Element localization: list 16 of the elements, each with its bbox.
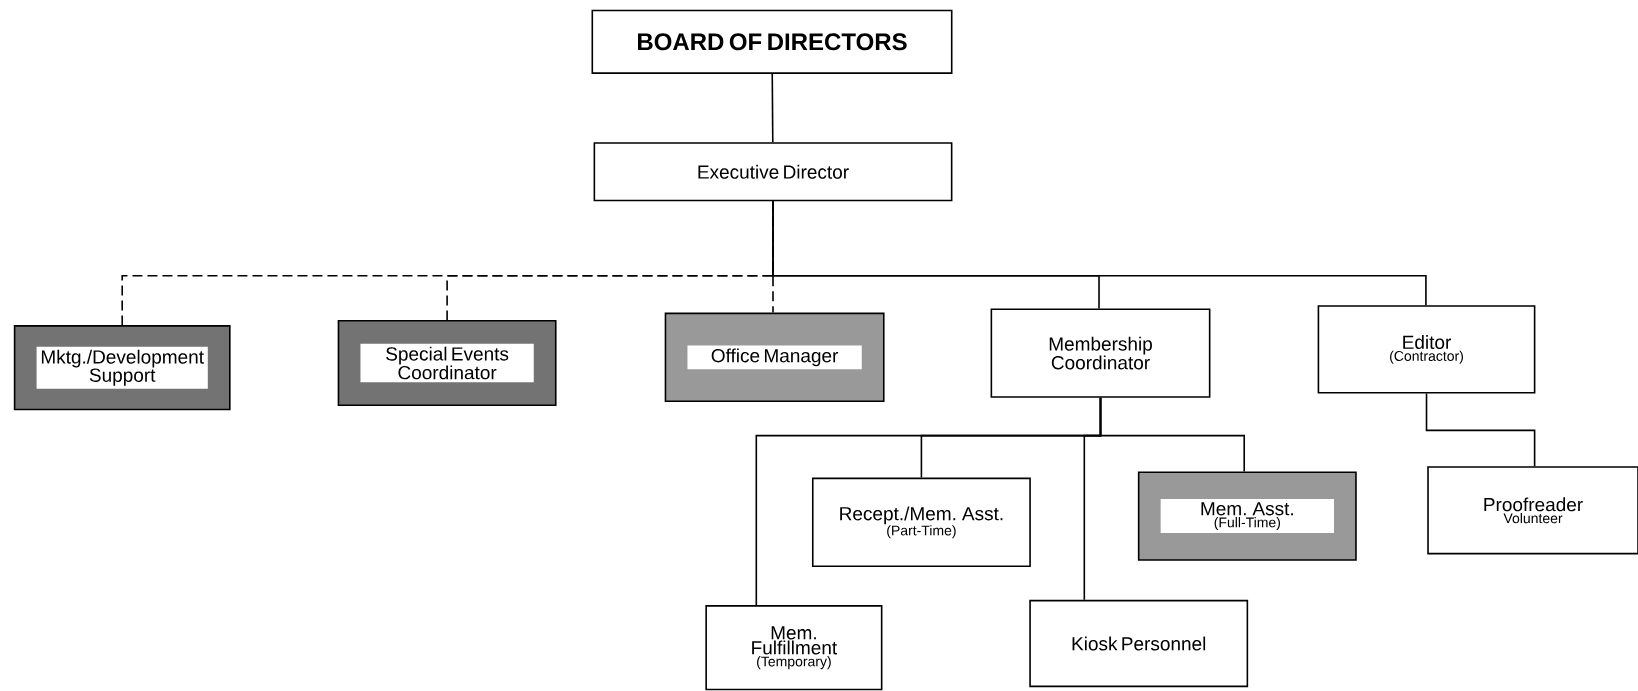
position-box: Executive Director [593, 142, 953, 202]
position-box: BOARD OF DIRECTORS [591, 9, 953, 74]
connector-line [771, 73, 774, 144]
position-box: Recept./Mem. Asst. (Part-Time) [811, 477, 1031, 567]
position-box: Mem. Asst. (Full-Time) [1137, 471, 1357, 561]
connector-line [1099, 397, 1245, 473]
position-box: Mem. Fulfillment (Temporary) [705, 605, 883, 691]
position-box: Proofreader Volunteer [1427, 466, 1638, 555]
connector-line [1425, 392, 1536, 467]
position-box: Special Events Coordinator [337, 319, 557, 407]
position-box: Mktg./Development Support [13, 325, 231, 411]
position-box: Membership Coordinator [990, 308, 1211, 398]
connector-line [772, 200, 1427, 307]
position-box: Editor (Contractor) [1317, 305, 1536, 394]
position-box: Kiosk Personnel [1029, 599, 1249, 688]
position-box: Office Manager [664, 312, 885, 402]
